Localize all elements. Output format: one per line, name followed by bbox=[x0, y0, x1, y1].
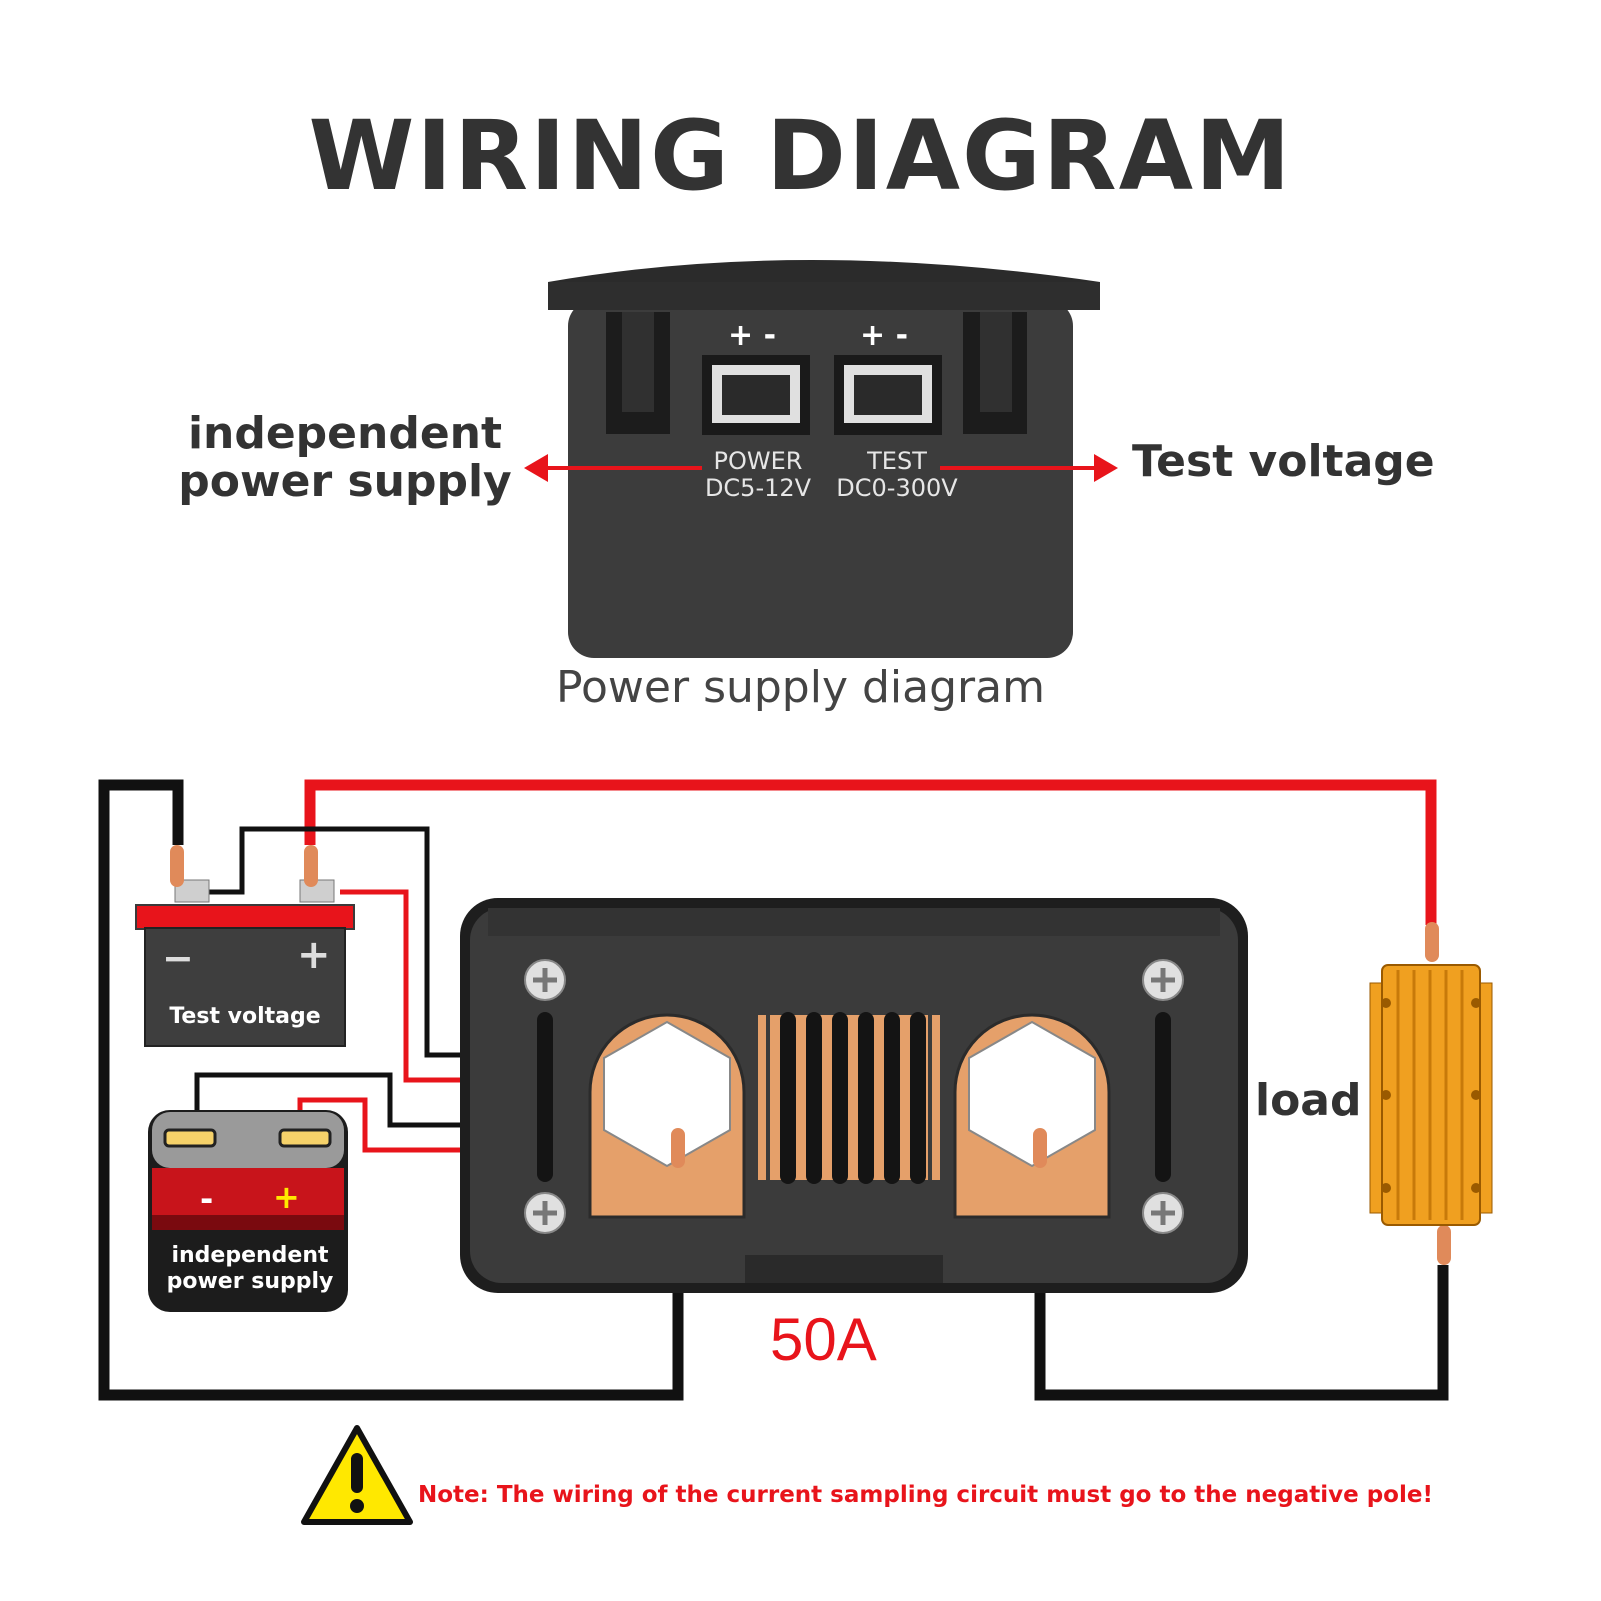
screw-top-left bbox=[524, 959, 566, 1001]
power-battery-plus: + bbox=[273, 1178, 300, 1216]
current-shunt-device bbox=[460, 898, 1248, 1293]
test-port-name: TEST bbox=[867, 447, 927, 475]
test-port-range: DC0-300V bbox=[836, 474, 958, 502]
wire-thin-black-test bbox=[202, 826, 466, 1058]
wire-red-main bbox=[304, 779, 1437, 925]
independent-power-battery bbox=[148, 1110, 348, 1312]
device-back-body bbox=[568, 300, 1073, 658]
power-port-label: POWER DC5-12V bbox=[696, 448, 820, 502]
test-voltage-battery bbox=[135, 845, 355, 1047]
screw-bottom-left bbox=[524, 1192, 566, 1234]
test-port-polarity: + - bbox=[860, 318, 909, 353]
screw-bottom-right bbox=[1142, 1192, 1184, 1234]
hex-bolt-right bbox=[968, 1020, 1096, 1168]
wiring-note: Note: The wiring of the current sampling… bbox=[418, 1482, 1433, 1508]
wire-thin-black-power bbox=[194, 1072, 466, 1130]
wire-black-loop-left bbox=[98, 779, 684, 1401]
arrow-left-head bbox=[524, 454, 548, 482]
load-label: load bbox=[1255, 1075, 1362, 1126]
load-resistor bbox=[1369, 922, 1493, 1265]
test-voltage-label: Test voltage bbox=[1132, 436, 1435, 487]
hex-bolt-left bbox=[603, 1020, 731, 1168]
power-port-range: DC5-12V bbox=[704, 474, 812, 502]
test-port-label: TEST DC0-300V bbox=[826, 448, 968, 502]
screw-top-right bbox=[1142, 959, 1184, 1001]
independent-power-battery-label: independent power supply bbox=[166, 1243, 334, 1294]
page-title: WIRING DIAGRAM bbox=[308, 100, 1293, 212]
power-supply-diagram-caption: Power supply diagram bbox=[556, 662, 1045, 713]
test-battery-minus: − bbox=[162, 936, 194, 980]
power-port-name: POWER bbox=[713, 447, 803, 475]
power-port-polarity: + - bbox=[728, 318, 777, 353]
independent-power-supply-label: independent power supply bbox=[178, 408, 512, 507]
warning-triangle-icon bbox=[301, 1425, 413, 1525]
power-battery-minus: - bbox=[200, 1180, 214, 1218]
wire-thin-red-test bbox=[340, 889, 466, 1083]
test-battery-plus: + bbox=[297, 932, 331, 978]
arrow-right-head bbox=[1094, 454, 1118, 482]
current-rating-label: 50A bbox=[770, 1306, 877, 1373]
test-voltage-battery-label: Test voltage bbox=[169, 1004, 321, 1029]
